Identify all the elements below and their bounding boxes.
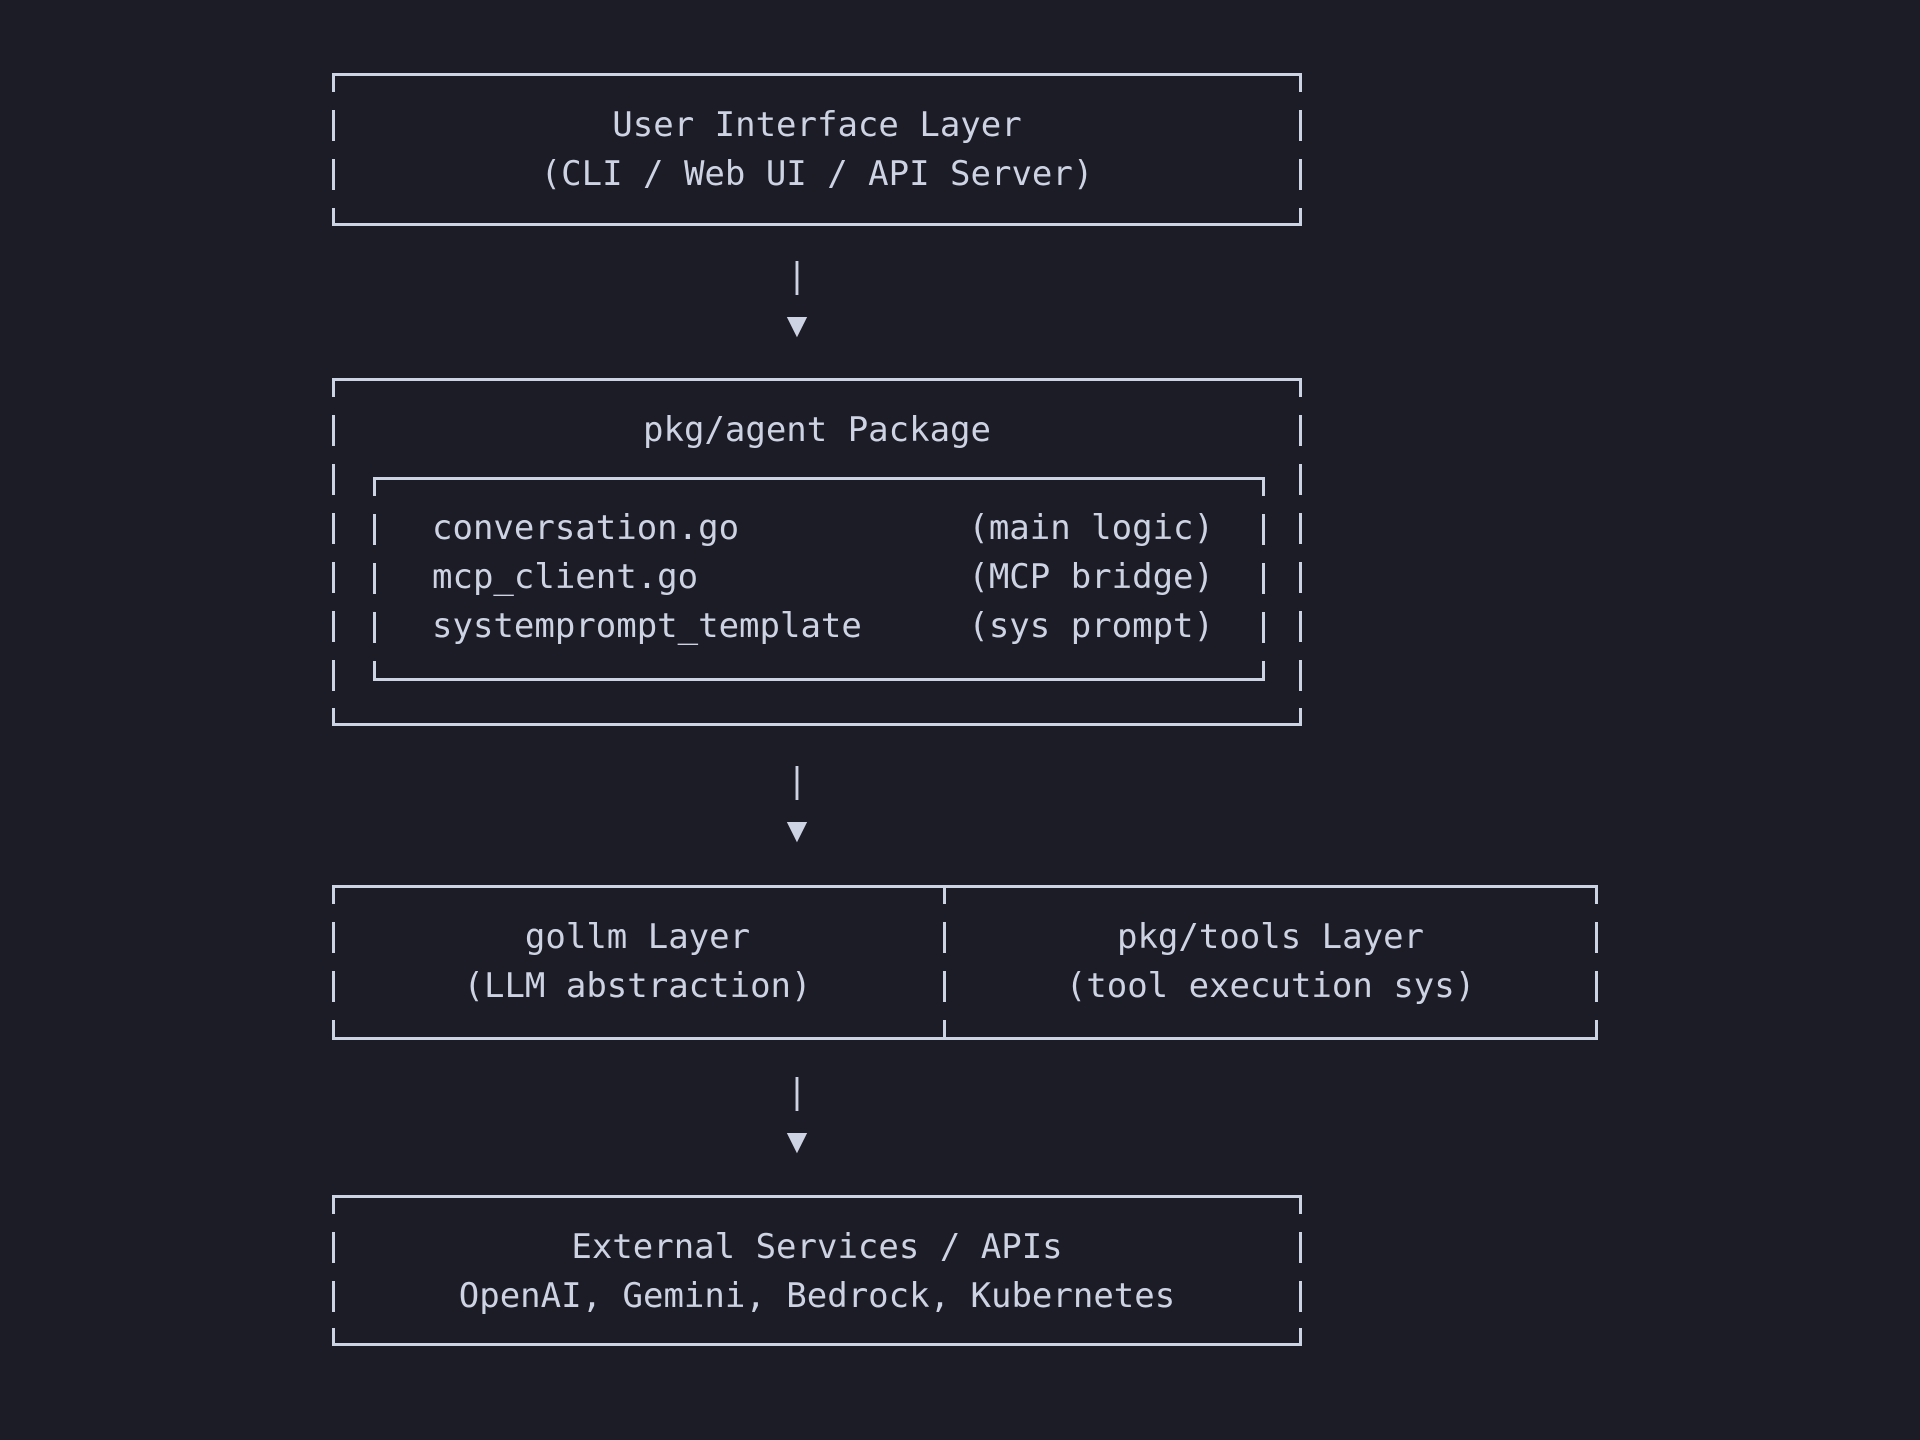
arrow-shaft: | xyxy=(786,761,808,801)
box-pkg-agent-package: pkg/agent Package conversation.go (main … xyxy=(332,378,1302,726)
file-row: mcp_client.go (MCP bridge) xyxy=(432,553,1214,602)
connector-arrow: | ▼ xyxy=(787,252,807,350)
arrow-head-icon: ▼ xyxy=(786,1121,808,1161)
file-name: mcp_client.go xyxy=(432,557,699,597)
external-services-title: External Services / APIs xyxy=(571,1227,1063,1267)
arrow-head-icon: ▼ xyxy=(786,810,808,850)
ui-layer-title: User Interface Layer xyxy=(612,105,1022,145)
connector-arrow: | ▼ xyxy=(787,757,807,855)
file-row: systemprompt_template (sys prompt) xyxy=(432,602,1214,651)
gollm-layer-title: gollm Layer xyxy=(524,917,751,957)
box-middle-layers: gollm Layer (LLM abstraction) pkg/tools … xyxy=(332,885,1598,1040)
pkg-tools-layer-title: pkg/tools Layer xyxy=(1116,917,1425,957)
box-left-edge xyxy=(332,1198,335,1343)
box-right-edge xyxy=(1595,888,1598,1037)
file-name: systemprompt_template xyxy=(432,606,862,646)
connector-arrow: | ▼ xyxy=(787,1068,807,1166)
file-row: conversation.go (main logic) xyxy=(432,504,1214,553)
file-note: (MCP bridge) xyxy=(968,557,1214,597)
box-external-services: External Services / APIs OpenAI, Gemini,… xyxy=(332,1195,1302,1346)
external-services-subtitle: OpenAI, Gemini, Bedrock, Kubernetes xyxy=(458,1276,1176,1316)
box-user-interface-layer: User Interface Layer (CLI / Web UI / API… xyxy=(332,73,1302,226)
arrow-shaft: | xyxy=(786,256,808,296)
ui-layer-subtitle: (CLI / Web UI / API Server) xyxy=(540,154,1094,194)
cell-divider xyxy=(943,888,946,1037)
arrow-head-icon: ▼ xyxy=(786,305,808,345)
gollm-layer-subtitle: (LLM abstraction) xyxy=(463,966,812,1006)
inner-box-right-edge xyxy=(1262,480,1265,678)
inner-box-left-edge xyxy=(373,480,376,678)
box-left-edge xyxy=(332,888,335,1037)
file-note: (main logic) xyxy=(968,508,1214,548)
pkg-agent-title: pkg/agent Package xyxy=(643,410,991,450)
box-right-edge xyxy=(1299,1198,1302,1343)
box-right-edge xyxy=(1299,76,1302,223)
box-right-edge xyxy=(1299,381,1302,723)
box-left-edge xyxy=(332,381,335,723)
file-name: conversation.go xyxy=(432,508,740,548)
file-note: (sys prompt) xyxy=(968,606,1214,646)
box-left-edge xyxy=(332,76,335,223)
pkg-tools-layer-subtitle: (tool execution sys) xyxy=(1065,966,1476,1006)
cell-gollm-layer: gollm Layer (LLM abstraction) xyxy=(332,888,943,1037)
inner-box-agent-files: conversation.go (main logic) mcp_client.… xyxy=(373,477,1265,681)
cell-pkg-tools-layer: pkg/tools Layer (tool execution sys) xyxy=(943,888,1598,1037)
arrow-shaft: | xyxy=(786,1072,808,1112)
